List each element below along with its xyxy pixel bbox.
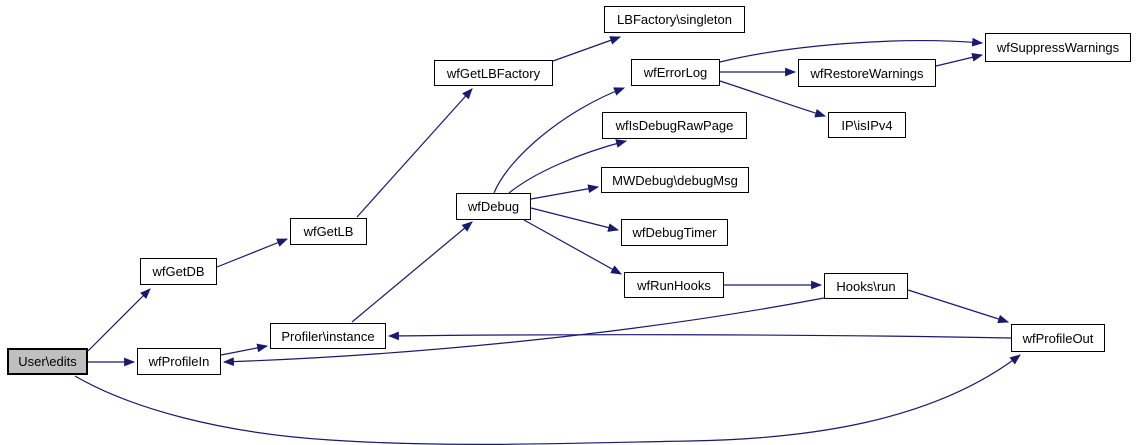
edge-wfdebug--wfrunhooks (523, 219, 622, 275)
node-label: Profiler\instance (281, 328, 375, 344)
node-profiler-instance[interactable]: Profiler\instance (270, 323, 386, 349)
node-label: wfErrorLog (643, 65, 708, 80)
node-wfprofileout[interactable]: wfProfileOut (1011, 324, 1105, 352)
edge-wfdebug--mwdebug-debugmsg (530, 184, 600, 200)
node-label: wfProfileOut (1022, 330, 1094, 346)
node-label: wfGetLBFactory (446, 65, 541, 81)
edge-wfdebug--wferrorlog (493, 87, 626, 194)
node-hooks-run[interactable]: Hooks\run (824, 273, 908, 299)
node-label: wfGetDB (152, 264, 205, 279)
edge-user-edits--wfprofileout (74, 354, 1021, 445)
node-mwdebug-debugmsg[interactable]: MWDebug\debugMsg (601, 167, 749, 193)
node-label: IP\isIPv4 (841, 117, 893, 133)
node-wfrestorewarnings[interactable]: wfRestoreWarnings (798, 59, 936, 87)
edge-wfgetlbfactory--lbfactory-singleton (552, 36, 622, 62)
node-label: MWDebug\debugMsg (612, 172, 738, 188)
node-wfdebug[interactable]: wfDebug (456, 193, 531, 220)
node-ip-isipv4[interactable]: IP\isIPv4 (828, 112, 906, 138)
edge-hooks-run--wfprofilein (222, 297, 825, 367)
node-wferrorlog[interactable]: wfErrorLog (631, 59, 720, 86)
edge-user-edits--wfgetdb (87, 288, 151, 352)
edge-wfprofileout--profiler-instance (387, 331, 1012, 341)
node-wfrunhooks[interactable]: wfRunHooks (624, 272, 724, 298)
node-wfgetlbfactory[interactable]: wfGetLBFactory (434, 60, 553, 86)
node-label: Hooks\run (836, 278, 896, 294)
node-label: wfDebugTimer (632, 225, 717, 240)
node-label: User\edits (18, 354, 77, 369)
node-label: wfGetLB (303, 224, 354, 239)
edge-wfdebug--wfdebugtimer (530, 207, 620, 232)
edge-wfgetdb--wfgetlb (216, 238, 289, 268)
node-label: wfProfileIn (148, 354, 210, 369)
node-lbfactory-singleton[interactable]: LBFactory\singleton (604, 6, 745, 33)
node-wfdebugtimer[interactable]: wfDebugTimer (621, 219, 728, 246)
node-label: wfRestoreWarnings (810, 65, 924, 81)
edge-profiler-instance--wfdebug (351, 221, 473, 323)
edge-wfrestorewarnings--wfsuppresswarnings (935, 53, 984, 67)
node-wfgetlb[interactable]: wfGetLB (290, 218, 367, 245)
edge-wfdebug--wfisdebugrawpage (508, 139, 628, 194)
edge-wferrorlog--wfsuppresswarnings (719, 37, 984, 63)
node-wfgetdb[interactable]: wfGetDB (140, 258, 217, 285)
node-label: wfDebug (467, 199, 520, 214)
edge-wfgetlb--wfgetlbfactory (356, 88, 473, 218)
node-label: LBFactory\singleton (617, 12, 732, 27)
node-label: wfIsDebugRawPage (615, 118, 734, 133)
node-user-edits: User\edits (7, 348, 88, 375)
edge-hooks-run--wfprofileout (907, 289, 1010, 324)
edge-wferrorlog--ip-isipv4 (719, 80, 827, 118)
node-wfisdebugrawpage[interactable]: wfIsDebugRawPage (602, 112, 747, 139)
node-wfsuppresswarnings[interactable]: wfSuppressWarnings (985, 33, 1131, 62)
node-label: wfRunHooks (637, 277, 711, 293)
node-wfprofilein[interactable]: wfProfileIn (137, 348, 221, 375)
edge-wfprofilein--profiler-instance (220, 343, 269, 356)
node-label: wfSuppressWarnings (996, 40, 1120, 55)
